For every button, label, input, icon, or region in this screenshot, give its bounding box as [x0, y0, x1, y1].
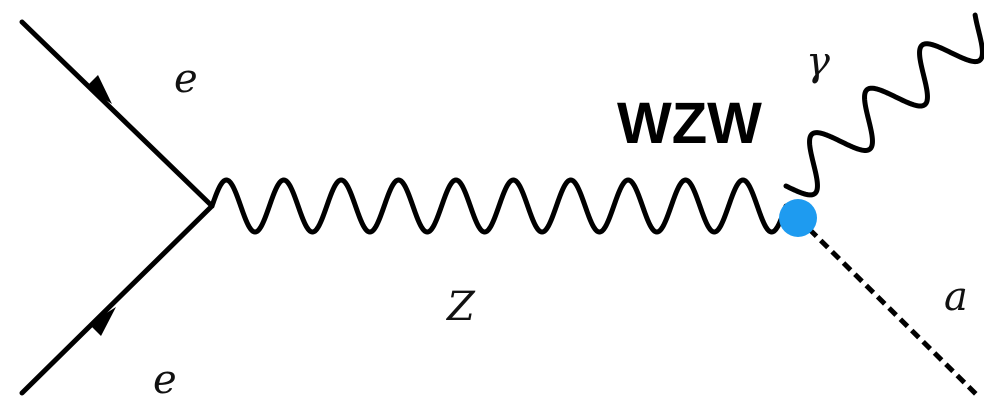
- axion-line: [796, 216, 982, 400]
- photon-line: [783, 12, 984, 198]
- vertex-label: WZW: [617, 91, 762, 156]
- electron-line-top: [19, 19, 215, 209]
- electron-arrow-top: [86, 75, 112, 104]
- electron-label-top: e: [174, 56, 198, 102]
- z-boson-label: Z: [445, 284, 476, 330]
- wzw-vertex: [779, 199, 817, 237]
- photon-label: γ: [806, 39, 830, 85]
- axion-label: a: [944, 274, 968, 320]
- z-boson-propagator: [209, 177, 789, 235]
- electron-label-bottom: e: [153, 357, 177, 403]
- electron-line-bottom: [19, 203, 215, 396]
- electron-arrow-bottom: [89, 307, 116, 336]
